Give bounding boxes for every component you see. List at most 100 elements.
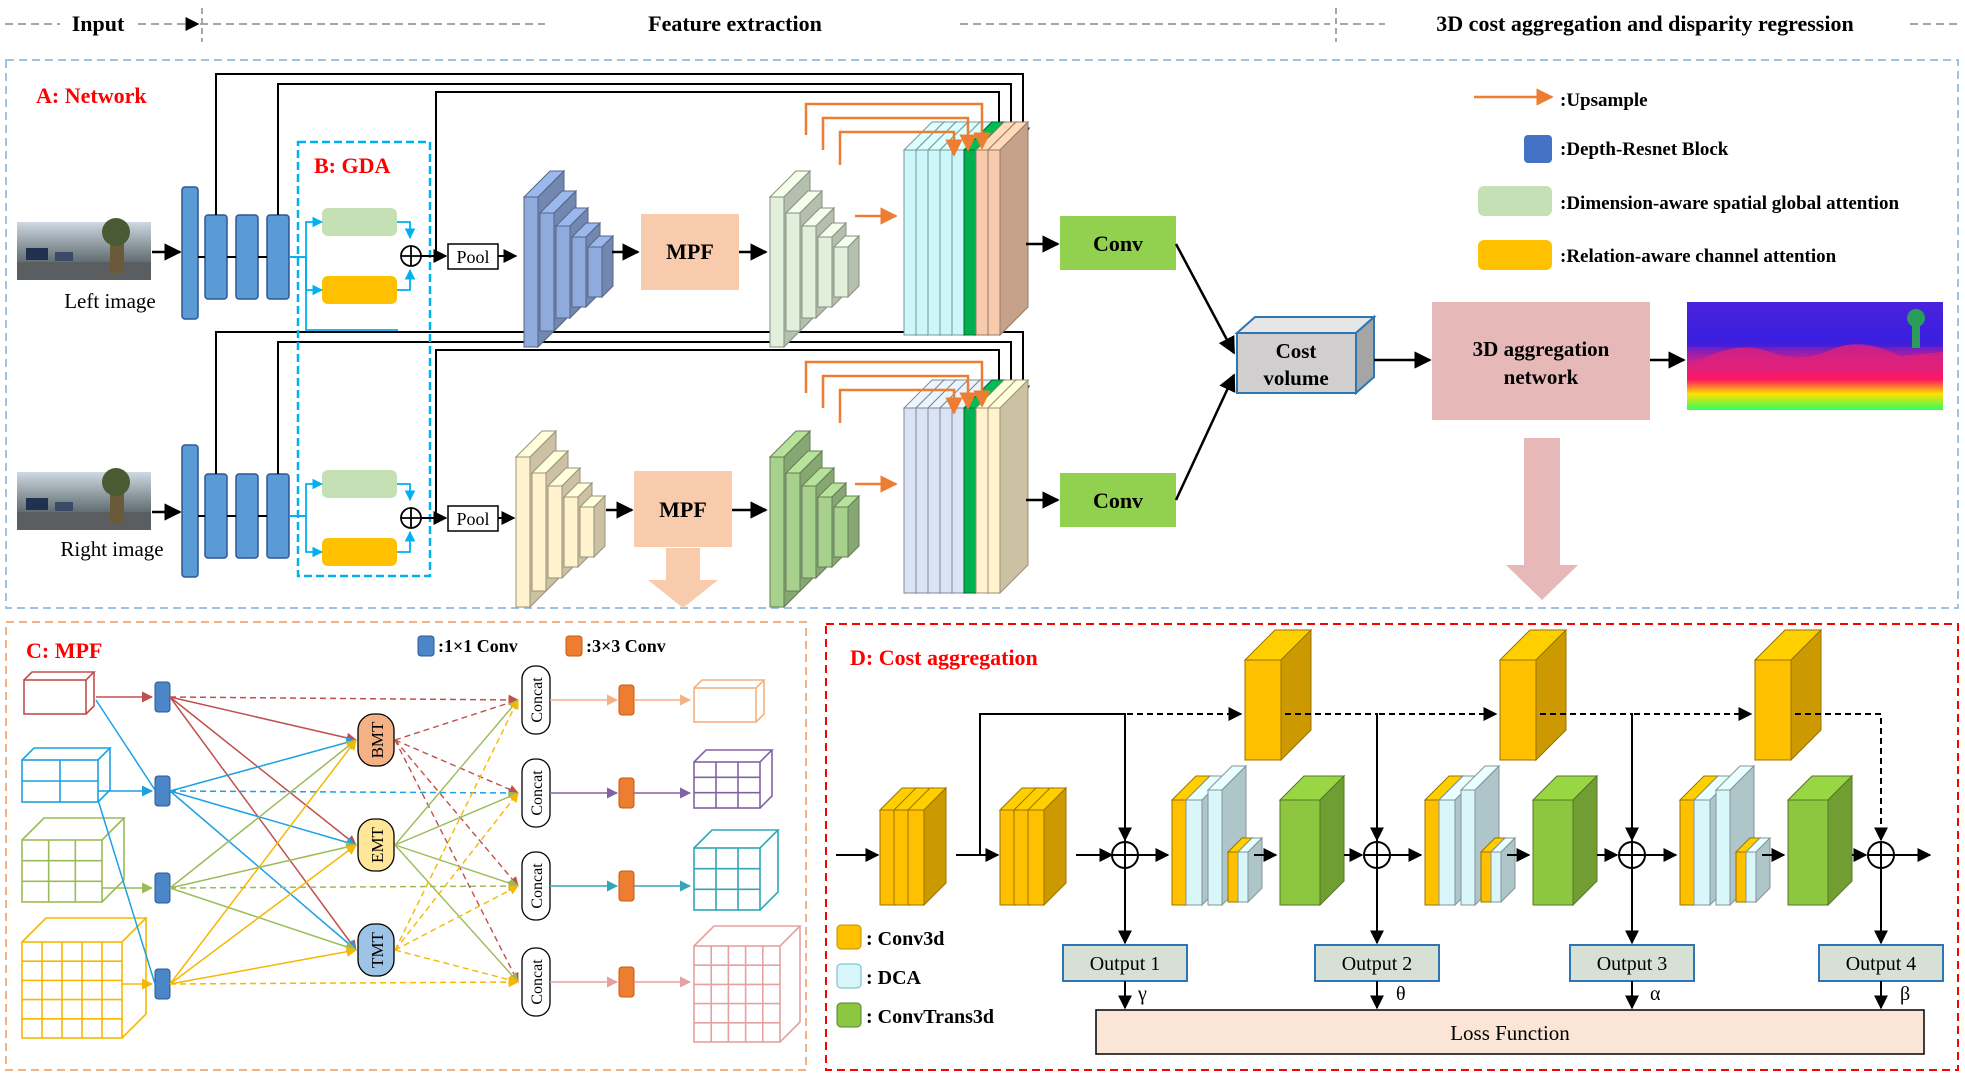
mpf-input-cube-3 [21, 817, 126, 903]
legend-resnet: :Depth-Resnet Block [1560, 139, 1729, 160]
concat-stack-bottom [902, 378, 1030, 595]
mpf-module-label-3: TMT [368, 931, 387, 968]
conv3d-stack-2 [998, 786, 1068, 907]
agg-hourglass-2-convtrans [1531, 774, 1599, 907]
output-1-box [1062, 944, 1188, 982]
mpf-skip-line [169, 787, 520, 799]
mpf-module-link [394, 699, 519, 846]
concat-stack-top-slab-8 [986, 120, 1030, 337]
header-feature-extraction: Feature extraction [648, 11, 822, 36]
aggregation-network-label-1: 3D aggregation [1473, 337, 1610, 361]
mpf-module-link [394, 791, 519, 846]
output-4-box [1818, 944, 1944, 982]
agg-top-conv3d-3 [1753, 628, 1823, 762]
panel-a-frame [5, 59, 1959, 609]
gda-frame [296, 140, 432, 578]
upsample-arrows-bottom [804, 360, 991, 493]
loss-function-box [1095, 1009, 1925, 1055]
mpf-concat-label-3: Concat [529, 863, 546, 909]
gda-top [290, 208, 422, 331]
legend-1x1: :1×1 Conv [438, 636, 518, 656]
mpf-module-label-2: EMT [368, 826, 387, 863]
disparity-map [1687, 302, 1943, 410]
pool-box-top [447, 243, 499, 270]
mpf-link-line [169, 696, 358, 743]
mpf-concat-label-2: Concat [529, 770, 546, 816]
legend-upsample: :Upsample [1560, 90, 1648, 111]
feature-pyramid-bottom-1 [514, 429, 607, 609]
output-3-box [1569, 944, 1695, 982]
conv-label-bottom: Conv [1093, 488, 1143, 513]
loss-function-label: Loss Function [1450, 1021, 1570, 1045]
mpf-link-line [169, 739, 357, 889]
legend-dca: : DCA [866, 967, 922, 989]
conv3d-stack-1 [878, 786, 948, 907]
legend-a: :Upsample :Depth-Resnet Block :Dimension… [1474, 88, 1899, 270]
outputs: Output 1 Output 2 Output 3 Output 4 γ θ … [1062, 944, 1944, 1055]
mpf-module-1 [357, 713, 395, 767]
mpf-skip-line [169, 976, 520, 988]
pool-label-top: Pool [456, 247, 489, 267]
agg-hourglass-1 [1170, 764, 1346, 907]
mpf-skip-line [169, 880, 520, 892]
weight-gamma: γ [1137, 983, 1147, 1005]
legend-spatial: :Dimension-aware spatial global attentio… [1560, 193, 1899, 214]
mpf-expand-arrow [648, 548, 718, 608]
conv-box-top [1060, 216, 1176, 270]
output-4-label: Output 4 [1846, 953, 1917, 975]
mpf-input-cube-2 [21, 747, 112, 803]
mpf-skip-line [169, 694, 520, 706]
panel-c-title: C: MPF [26, 638, 102, 663]
mpf-box-bottom [634, 471, 732, 547]
feature-pyramid-top-2-slab-5 [832, 234, 861, 299]
legend-conv3d: : Conv3d [866, 928, 944, 950]
weight-theta: θ [1396, 983, 1406, 1005]
feature-pyramid-top-1-slab-5 [586, 234, 615, 299]
skip-connections-top [215, 73, 1030, 257]
mpf-label-bottom: MPF [659, 497, 707, 522]
mpf-link-line [169, 790, 357, 951]
concat-stack-bottom-slab-8 [986, 378, 1030, 595]
mpf-link-line [169, 696, 357, 846]
panel-a-title: A: Network [36, 83, 147, 108]
mpf-input-cube-1 [23, 671, 96, 715]
mpf-module-link [394, 792, 519, 951]
feature-pyramid-bottom-1-slab-5 [578, 494, 607, 559]
feature-pyramid-bottom-2-slab-5 [832, 494, 861, 559]
mpf-concat-label-1: Concat [529, 677, 546, 723]
mpf-module-link [394, 698, 519, 741]
left-image-label: Left image [64, 289, 156, 313]
legend-conv3d-swatch [836, 924, 862, 950]
agg-sum-node-1 [1111, 841, 1139, 869]
section-headers: Input Feature extraction 3D cost aggrega… [5, 8, 1960, 42]
mpf-3x3-conv-1 [618, 684, 635, 716]
mpf-output-cube-1 [693, 679, 766, 723]
agg-dashed-in-3 [1631, 707, 1753, 842]
mpf-module-link [394, 949, 519, 985]
skip-connections-bottom [215, 331, 1030, 516]
legend-1x1-swatch [417, 635, 435, 657]
gda-title: B: GDA [314, 153, 391, 178]
legend-resnet-swatch [1524, 135, 1552, 163]
mpf-output-cube-3 [693, 829, 780, 911]
legend-convtrans3d: : ConvTrans3d [866, 1006, 994, 1028]
pool-label-bottom: Pool [456, 509, 489, 529]
resnet-blocks-top [181, 186, 290, 320]
mpf-module-link [394, 739, 519, 983]
mpf-output-cube-2 [693, 749, 774, 809]
mpf-concat-label-4: Concat [529, 959, 546, 1005]
output-3-label: Output 3 [1597, 953, 1668, 975]
mpf-link-line [95, 699, 156, 791]
conv3d-stack-1-slab-3 [906, 786, 948, 907]
aggregation-network-label-2: network [1504, 365, 1579, 389]
mpf-module-link [394, 739, 519, 887]
mpf-link-line [169, 696, 357, 951]
agg-sum-node-3 [1618, 841, 1646, 869]
legend-channel-swatch [1478, 240, 1552, 270]
right-image-label: Right image [60, 537, 163, 561]
agg-sum-node-2 [1363, 841, 1391, 869]
agg-hourglass-3-convtrans [1786, 774, 1854, 907]
cost-volume-label-2: volume [1263, 366, 1328, 390]
